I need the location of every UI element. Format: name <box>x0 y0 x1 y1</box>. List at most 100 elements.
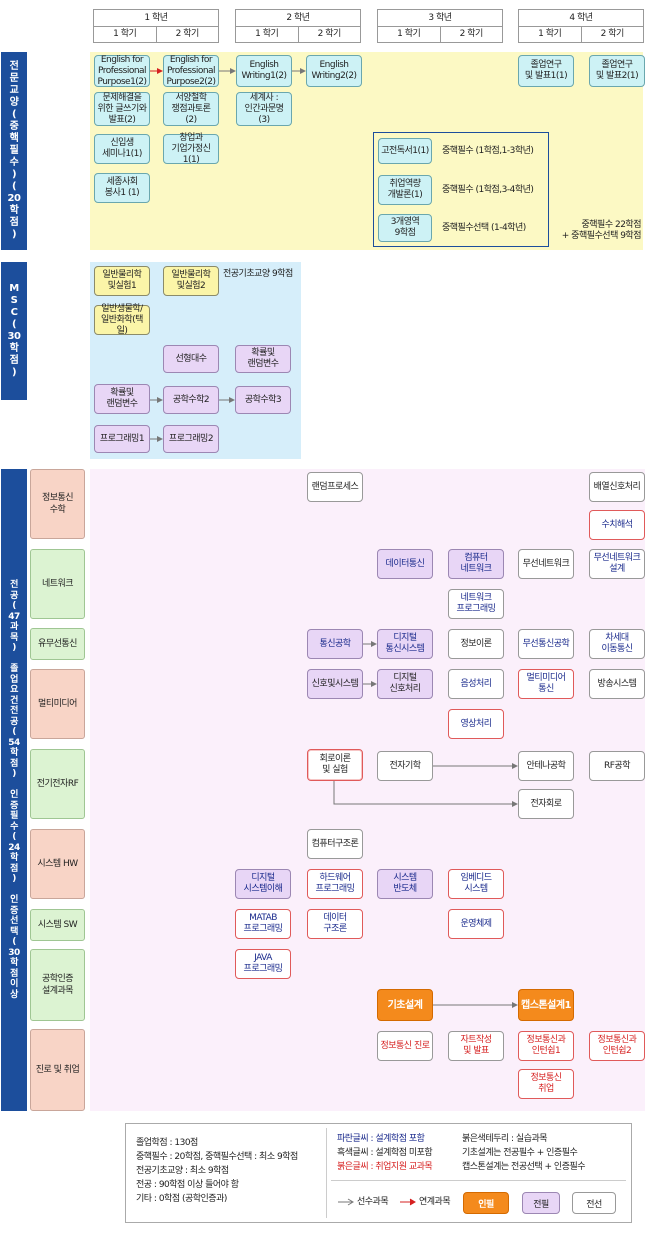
classic-note: 중핵필수 (1학점,1-3학년) <box>442 146 534 156</box>
year-label: 4 학년 <box>519 10 643 27</box>
course-computer-architecture[interactable]: 컴퓨터구조론 <box>307 829 363 859</box>
course-writing2[interactable]: English Writing2(2) <box>306 55 362 87</box>
legend-linked: 연계과목 <box>419 1197 451 1207</box>
course-next-mobile[interactable]: 차세대 이동통신 <box>589 629 645 659</box>
category-career: 진로 및 취업 <box>30 1029 85 1111</box>
course-java[interactable]: JAVA 프로그래밍 <box>235 949 291 979</box>
course-random-process[interactable]: 랜덤프로세스 <box>307 472 363 502</box>
course-broadcast[interactable]: 방송시스템 <box>589 669 645 699</box>
course-wireless-network-design[interactable]: 무선네트워크 설계 <box>589 549 645 579</box>
course-internship1[interactable]: 정보통신과 인턴쉽1 <box>518 1031 574 1061</box>
category-system-sw: 시스템 SW <box>30 909 85 941</box>
course-physics2[interactable]: 일반물리학 및실험2 <box>163 266 219 296</box>
course-grad2[interactable]: 졸업연구 및 발표2(1) <box>589 55 645 87</box>
course-electromagnetics[interactable]: 전자기학 <box>377 751 433 781</box>
course-image-processing[interactable]: 영상처리 <box>448 709 504 739</box>
course-internship2[interactable]: 정보통신과 인턴쉽2 <box>589 1031 645 1061</box>
course-probability[interactable]: 확률및 랜덤변수 <box>235 345 291 373</box>
course-system-semiconductor[interactable]: 시스템 반도체 <box>377 869 433 899</box>
course-hw-programming[interactable]: 하드웨어 프로그래밍 <box>307 869 363 899</box>
course-career-dev[interactable]: 취업역량 개발론(1) <box>378 175 432 205</box>
course-data-comm[interactable]: 데이터통신 <box>377 549 433 579</box>
legend-badge-cert-required: 인필 <box>463 1192 509 1214</box>
course-circuit-theory[interactable]: 회로이론 및 실험 <box>307 749 363 781</box>
course-physics1[interactable]: 일반물리학 및실험1 <box>94 266 150 296</box>
course-grad1[interactable]: 졸업연구 및 발표1(1) <box>518 55 574 87</box>
course-programming1[interactable]: 프로그래밍1 <box>94 425 150 453</box>
course-esp2[interactable]: English for Professional Purpose2(2) <box>163 55 219 87</box>
semester-label: 2 학기 <box>600 29 625 39</box>
course-computer-network[interactable]: 컴퓨터 네트워크 <box>448 549 504 579</box>
semester-label: 2 학기 <box>459 29 484 39</box>
course-eng-math3[interactable]: 공학수학3 <box>235 386 291 414</box>
course-classic-reading[interactable]: 고전독서1(1) <box>378 138 432 164</box>
course-career-path[interactable]: 정보통신 진로 <box>377 1031 433 1061</box>
course-probability-left[interactable]: 확률및 랜덤변수 <box>94 384 150 414</box>
course-programming2[interactable]: 프로그래밍2 <box>163 425 219 453</box>
year-label: 2 학년 <box>236 10 360 27</box>
liberal-summary: 중핵필수 22학점 + 중핵필수선택 9학점 <box>561 220 642 241</box>
course-employment[interactable]: 정보통신 취업 <box>518 1069 574 1099</box>
sidebar-label: M S C ( 30 학 점 ) <box>7 283 21 378</box>
course-resume[interactable]: 자트작성 및 발표 <box>448 1031 504 1061</box>
year-header-4: 4 학년 1 학기 2 학기 <box>518 9 644 43</box>
course-world-history[interactable]: 세계사 : 인간과문명(3) <box>236 92 292 126</box>
legend-red-text: 붉은글씨 : 취업지원 교과목 <box>337 1162 433 1172</box>
course-linear-algebra[interactable]: 선형대수 <box>163 345 219 373</box>
course-dsp[interactable]: 디지털 신호처리 <box>377 669 433 699</box>
course-problem-writing[interactable]: 문제해결을 위한 글쓰기와 발표(2) <box>94 92 150 126</box>
course-numerical[interactable]: 수치해석 <box>589 510 645 540</box>
course-wireless-network[interactable]: 무선네트워크 <box>518 549 574 579</box>
sidebar-label: 전 공 ( 47 과 목 ) 졸 업 요 건 전 공 ( 54 학 점 ) 인 … <box>8 580 20 1000</box>
course-startup[interactable]: 창업과 기업가정신1(1) <box>163 133 219 165</box>
category-cert-design: 공학인증 설계과목 <box>30 949 85 1021</box>
legend-box: 졸업학점 : 130점 중핵필수 : 20학점, 중핵필수선택 : 최소 9학점… <box>125 1123 632 1223</box>
course-array-signal[interactable]: 배열신호처리 <box>589 472 645 502</box>
three-areas-note: 중핵필수선택 (1-4학년) <box>442 223 526 233</box>
course-digital-systems[interactable]: 디지털 시스템이해 <box>235 869 291 899</box>
course-rf-eng[interactable]: RF공학 <box>589 751 645 781</box>
course-network-programming[interactable]: 네트워크 프로그래밍 <box>448 589 504 619</box>
category-info-math: 정보통신 수학 <box>30 469 85 539</box>
course-basic-design[interactable]: 기초설계 <box>377 989 433 1021</box>
semester-label: 1 학기 <box>519 27 582 43</box>
course-western-philosophy[interactable]: 서양철학 쟁점과토론(2) <box>163 92 219 126</box>
course-electronic-circuit[interactable]: 전자회로 <box>518 789 574 819</box>
course-writing1[interactable]: English Writing1(2) <box>236 55 292 87</box>
sidebar-major: 전 공 ( 47 과 목 ) 졸 업 요 건 전 공 ( 54 학 점 ) 인 … <box>1 469 27 1111</box>
course-esp1[interactable]: English for Professional Purpose1(2) <box>94 55 150 87</box>
course-three-areas[interactable]: 3개영역 9학점 <box>378 214 432 242</box>
course-speech[interactable]: 음성처리 <box>448 669 504 699</box>
course-biology-chemistry[interactable]: 일반생물학/ 일반화학(택일) <box>94 304 150 336</box>
category-multimedia: 멀티미디어 <box>30 669 85 739</box>
core-requirement-box <box>373 132 549 247</box>
semester-label: 1 학기 <box>378 27 441 43</box>
course-signals-systems[interactable]: 신호및시스템 <box>307 669 363 699</box>
course-eng-math2[interactable]: 공학수학2 <box>163 386 219 414</box>
legend-divider <box>326 1128 327 1218</box>
prereq-arrow-icon <box>338 1198 354 1206</box>
course-matlab[interactable]: MATAB 프로그래밍 <box>235 909 291 939</box>
course-antenna[interactable]: 안테나공학 <box>518 751 574 781</box>
legend-badge-major-elective: 전선 <box>572 1192 616 1214</box>
course-volunteer[interactable]: 세종사회 봉사1 (1) <box>94 173 150 203</box>
legend-black-text: 흑색글씨 : 설계학점 미포함 <box>337 1148 433 1158</box>
course-multimedia-comm[interactable]: 멀티미디어 통신 <box>518 669 574 699</box>
linked-arrow-icon <box>400 1198 416 1206</box>
course-capstone[interactable]: 캡스톤설계1 <box>518 989 574 1021</box>
course-digital-comm[interactable]: 디지털 통신시스템 <box>377 629 433 659</box>
course-wireless-comm[interactable]: 무선통신공학 <box>518 629 574 659</box>
course-os[interactable]: 운영체제 <box>448 909 504 939</box>
course-comm-eng[interactable]: 통신공학 <box>307 629 363 659</box>
course-info-theory[interactable]: 정보이론 <box>448 629 504 659</box>
course-freshman-seminar[interactable]: 신입생 세미나1(1) <box>94 134 150 164</box>
legend-capstone: 캡스톤설계는 전공선택 + 인증필수 <box>462 1162 586 1172</box>
legend-total: 졸업학점 : 130점 <box>136 1138 198 1148</box>
course-embedded[interactable]: 임베디드 시스템 <box>448 869 504 899</box>
semester-label: 1 학기 <box>236 27 299 43</box>
semester-label: 2 학기 <box>175 29 200 39</box>
course-data-structures[interactable]: 데이터 구조론 <box>307 909 363 939</box>
sidebar-msc: M S C ( 30 학 점 ) <box>1 262 27 400</box>
